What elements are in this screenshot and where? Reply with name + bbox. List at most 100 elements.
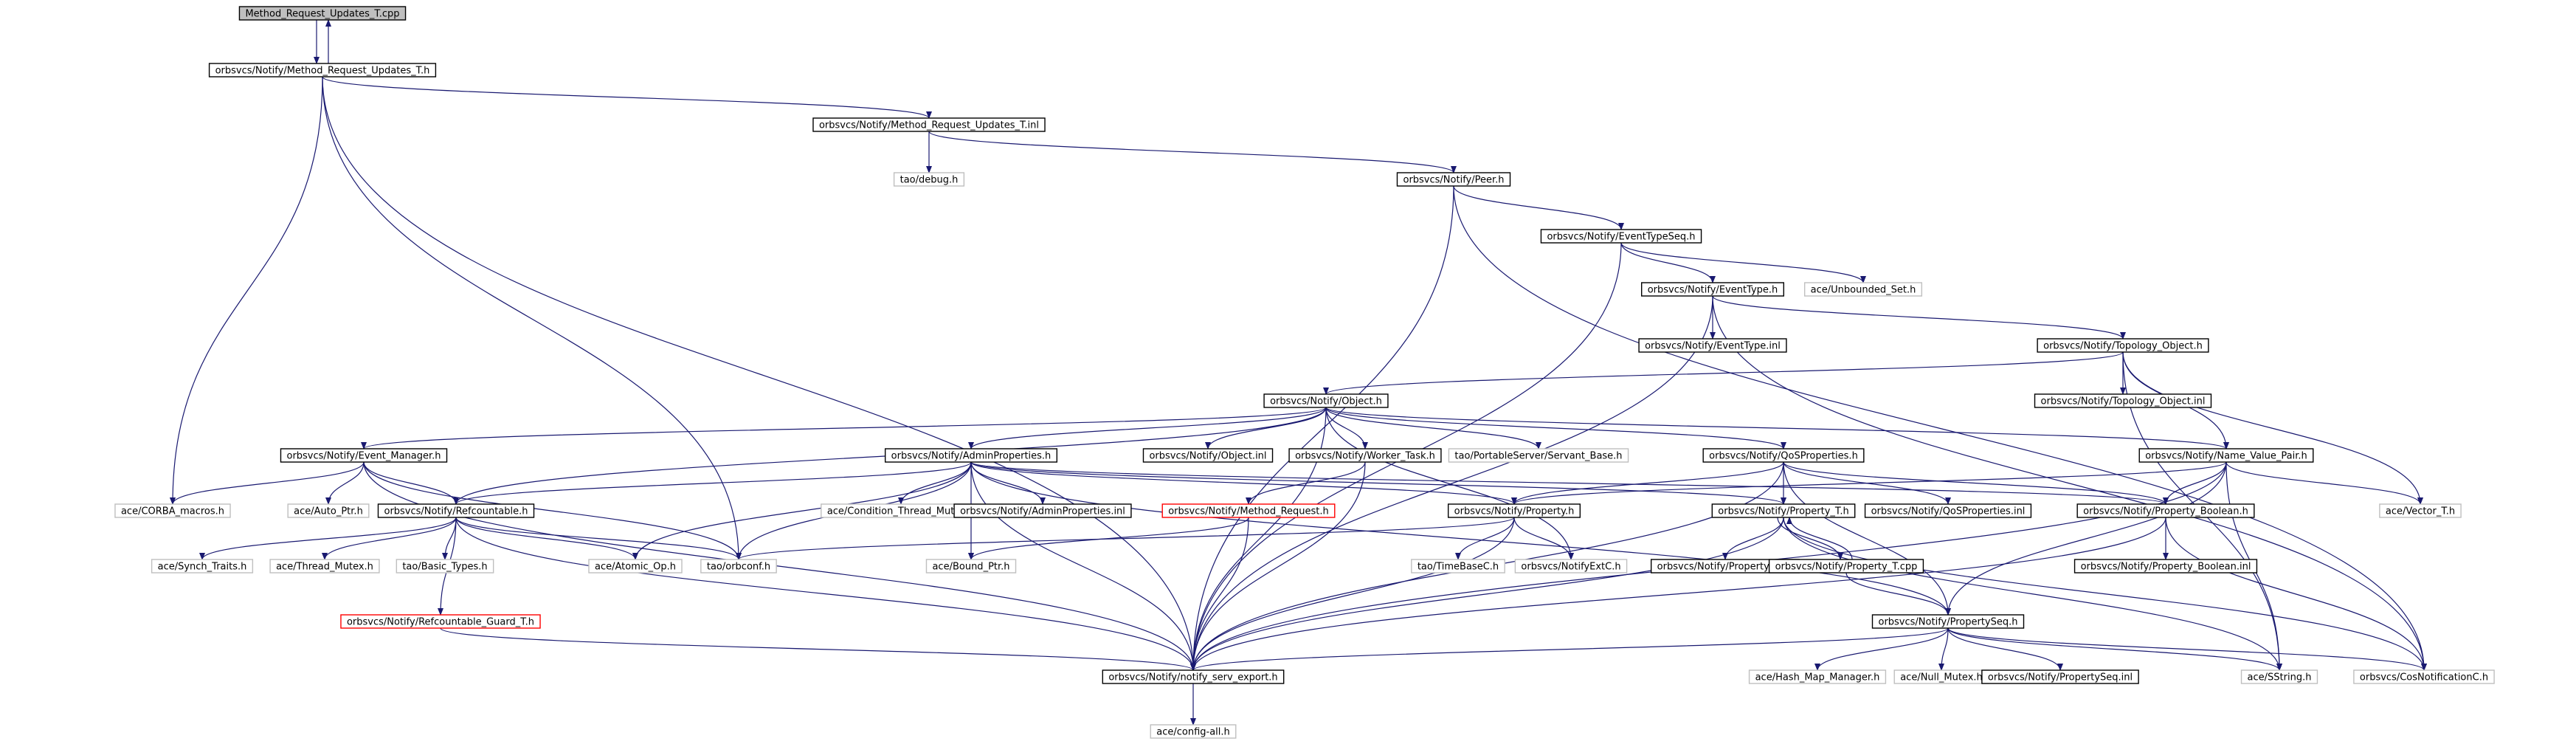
node-wtask[interactable]: orbsvcs/Notify/Worker_Task.h [1288,448,1442,463]
node-configall[interactable]: ace/config-all.h [1150,724,1237,739]
edge-evm-to-autoptr [325,461,365,505]
node-label: orbsvcs/Notify/Worker_Task.h [1295,451,1435,462]
node-pseq[interactable]: orbsvcs/Notify/PropertySeq.h [1871,614,2025,629]
node-atomic[interactable]: ace/Atomic_Op.h [588,559,683,574]
edge-mrut-h-to-corba-macros [170,76,323,505]
edge-peer-to-cosnot [1453,185,2427,671]
node-et[interactable]: orbsvcs/Notify/EventType.h [1640,282,1785,297]
node-unbset[interactable]: ace/Unbounded_Set.h [1803,282,1923,297]
node-box [2138,448,2314,463]
node-box [280,448,448,463]
node-label: orbsvcs/Notify/Object.h [1270,396,1382,407]
node-layer: Method_Request_Updates_T.cpp orbsvcs/Noti… [114,6,2495,739]
node-obj-inl[interactable]: orbsvcs/Notify/Object.inl [1142,448,1274,463]
edge-adminp-to-propB [970,461,2169,505]
node-pseq-inl[interactable]: orbsvcs/Notify/PropertySeq.inl [1981,669,2139,684]
node-box [114,503,231,518]
node-box [953,503,1132,518]
node-box [1540,229,1702,244]
node-synch[interactable]: ace/Synch_Traits.h [151,559,254,574]
node-propT[interactable]: orbsvcs/Notify/Property_T.h [1711,503,1856,518]
node-orbconf[interactable]: tao/orbconf.h [700,559,777,574]
edge-topo-to-obj [1323,351,2124,395]
node-label: ace/Hash_Map_Manager.h [1755,672,1880,683]
node-label: orbsvcs/Notify/Property_T.h [1718,506,1848,517]
node-box [884,448,1058,463]
node-box [1396,172,1511,187]
node-box [1640,282,1785,297]
node-export[interactable]: orbsvcs/Notify/notify_serv_export.h [1102,669,1285,684]
node-qosp[interactable]: orbsvcs/Notify/QoSProperties.h [1702,448,1865,463]
node-tmutex[interactable]: ace/Thread_Mutex.h [269,559,380,574]
node-box [377,503,535,518]
node-refguard[interactable]: orbsvcs/Notify/Refcountable_Guard_T.h [340,614,541,629]
node-propT-cpp[interactable]: orbsvcs/Notify/Property_T.cpp [1768,559,1924,574]
node-label: orbsvcs/NotifyExtC.h [1521,562,1620,573]
node-obj[interactable]: orbsvcs/Notify/Object.h [1263,393,1389,408]
node-mrut-h[interactable]: orbsvcs/Notify/Method_Request_Updates_T.… [208,63,437,78]
node-evm[interactable]: orbsvcs/Notify/Event_Manager.h [280,448,448,463]
edge-propT-to-cosnot [1783,517,2427,671]
node-box [1981,669,2139,684]
node-autoptr[interactable]: ace/Auto_Ptr.h [287,503,370,518]
edge-propB-to-cosnot [2165,517,2427,671]
node-propB[interactable]: orbsvcs/Notify/Property_Boolean.h [2076,503,2255,518]
node-box [1448,448,1629,463]
node-label: orbsvcs/Notify/AdminProperties.inl [960,506,1125,517]
node-nextc[interactable]: orbsvcs/NotifyExtC.h [1514,559,1628,574]
edge-refc-to-export [455,517,1196,671]
node-debug[interactable]: tao/debug.h [893,172,965,187]
node-label: tao/orbconf.h [707,562,770,573]
edge-peer-to-export [1190,185,1454,671]
node-ets[interactable]: orbsvcs/Notify/EventTypeSeq.h [1540,229,1702,244]
node-tbase[interactable]: tao/TimeBaseC.h [1411,559,1505,574]
edge-qosp-to-pseq [1783,461,1951,616]
node-topo[interactable]: orbsvcs/Notify/Topology_Object.h [2037,338,2209,353]
node-mreq[interactable]: orbsvcs/Notify/Method_Request.h [1161,503,1336,518]
node-box [238,6,407,21]
node-servant[interactable]: tao/PortableServer/Servant_Base.h [1448,448,1629,463]
node-mrut-inl[interactable]: orbsvcs/Notify/Method_Request_Updates_T.… [812,117,1046,132]
edge-refc-to-synch [199,517,457,560]
node-label: orbsvcs/Notify/Topology_Object.h [2043,341,2203,352]
edge-adminp-to-pseq [970,461,1951,616]
edge-wtask-to-mreq [1246,461,1366,505]
node-box [1711,503,1856,518]
node-propB-inl[interactable]: orbsvcs/Notify/Property_Boolean.inl [2073,559,2258,574]
node-label: ace/Thread_Mutex.h [276,562,373,573]
node-adminp-inl[interactable]: orbsvcs/Notify/AdminProperties.inl [953,503,1132,518]
node-nvp[interactable]: orbsvcs/Notify/Name_Value_Pair.h [2138,448,2314,463]
node-cosnot[interactable]: orbsvcs/CosNotificationC.h [2353,669,2495,684]
node-et-inl[interactable]: orbsvcs/Notify/EventType.inl [1638,338,1787,353]
edge-propT-to-propT-inl [1722,517,1784,560]
node-label: orbsvcs/Notify/QoSProperties.inl [1871,506,2026,517]
node-propT-inl[interactable]: orbsvcs/Notify/Property_T.inl [1650,559,1800,574]
edge-pseq-to-sstring [1947,627,2282,671]
edge-prop-to-nextc [1513,517,1574,560]
node-peer[interactable]: orbsvcs/Notify/Peer.h [1396,172,1511,187]
node-corba-macros[interactable]: ace/CORBA_macros.h [114,503,231,518]
node-hashmap[interactable]: ace/Hash_Map_Manager.h [1748,669,1887,684]
edge-mrut-inl-to-peer [928,131,1457,173]
node-adminp[interactable]: orbsvcs/Notify/AdminProperties.h [884,448,1058,463]
node-label: ace/SString.h [2248,672,2312,683]
edge-adminp-to-export [970,461,1196,671]
edge-adminp-to-cond [898,461,972,505]
node-cond[interactable]: ace/Condition_Thread_Mutex.h [821,503,981,518]
edge-mrut-h-to-mrut-inl [322,76,932,119]
node-nullmutex[interactable]: ace/Null_Mutex.h [1893,669,1989,684]
node-prop[interactable]: orbsvcs/Notify/Property.h [1447,503,1581,518]
node-sstring[interactable]: ace/SString.h [2240,669,2318,684]
node-topo-inl[interactable]: orbsvcs/Notify/Topology_Object.inl [2034,393,2212,408]
node-refc[interactable]: orbsvcs/Notify/Refcountable.h [377,503,535,518]
node-label: tao/debug.h [900,175,959,186]
node-qosp-inl[interactable]: orbsvcs/Notify/QoSProperties.inl [1864,503,2032,518]
node-basic[interactable]: tao/Basic_Types.h [396,559,494,574]
node-box [2034,393,2212,408]
node-label: ace/config-all.h [1156,727,1230,738]
node-cpp[interactable]: Method_Request_Updates_T.cpp [238,6,407,21]
node-bound[interactable]: ace/Bound_Ptr.h [925,559,1017,574]
node-vector[interactable]: ace/Vector_T.h [2379,503,2462,518]
node-label: orbsvcs/Notify/AdminProperties.h [891,451,1052,462]
